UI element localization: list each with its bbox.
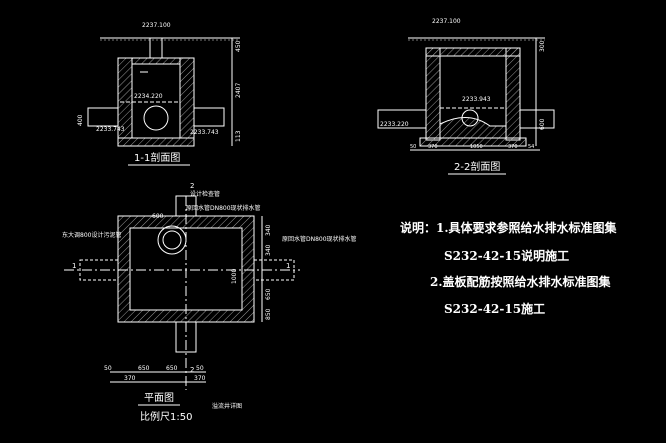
plan-dim-r3: 650 xyxy=(265,288,272,300)
cut-mark-bottom: 2 xyxy=(190,366,194,374)
note-line-3: 2.盖板配筋按照给水排水标准图集 xyxy=(430,275,611,289)
section-2-2: 300 600 2237.100 2233.943 2233.220 50 37… xyxy=(377,18,555,175)
s11-elev-low-left: 2233.743 xyxy=(96,126,125,133)
note-line-1: 说明：1.具体要求参照给水排水标准图集 xyxy=(400,221,617,235)
s22-left-wall xyxy=(425,47,441,141)
cut-mark-right: 1 xyxy=(286,262,290,270)
plan-dim-r0: 340 xyxy=(265,224,272,236)
s11-elev-top: 2237.100 xyxy=(142,22,171,29)
s22-elev-mid: 2233.943 xyxy=(462,96,491,103)
s11-dim-left: 400 xyxy=(77,114,84,126)
base-slab xyxy=(117,137,195,147)
plan-dim-b0: 50 xyxy=(104,365,112,372)
s22-elev-left: 2233.220 xyxy=(380,121,409,128)
s22-dim-b4: 54 xyxy=(528,144,534,150)
plan-dim-top: 600 xyxy=(152,213,164,220)
s22-dim-b2: 1050 xyxy=(470,144,483,150)
plan-scale: 比例尺1:50 xyxy=(140,410,192,423)
plan-label-pipe1: 原回水管DN800现状排水管 xyxy=(186,204,261,212)
s22-dim-r0: 300 xyxy=(539,40,546,52)
plan-label-pipe2: 原回水管DN800现状排水管 xyxy=(282,235,357,243)
s22-dim-b3: 370 xyxy=(508,144,518,150)
plan-dim-b2: 650 xyxy=(166,365,178,372)
s22-title: 2-2剖面图 xyxy=(454,160,500,173)
plan-dim-b3: 50 xyxy=(196,365,204,372)
plan-dim-b4: 370 xyxy=(124,375,136,382)
plan-dim-r4: 850 xyxy=(265,308,272,320)
s22-right-wall xyxy=(505,47,521,141)
plan-dim-b5: 370 xyxy=(194,375,206,382)
cut-mark-left: 1 xyxy=(72,262,76,270)
s22-dim-b1: 370 xyxy=(428,144,438,150)
plan-dim-r2: 1000 xyxy=(231,269,238,284)
s11-dim-r0: 450 xyxy=(235,40,242,52)
plan-label-bottom: 溢流井详图 xyxy=(212,402,242,410)
note-line-2: S232-42-15说明施工 xyxy=(444,249,570,263)
s11-title: 1-1剖面图 xyxy=(134,151,180,164)
cut-mark-top: 2 xyxy=(190,182,194,190)
plan-title: 平面图 xyxy=(144,392,174,404)
s11-dim-r1: 2407 xyxy=(235,83,242,98)
s22-dim-b0: 50 xyxy=(410,144,416,150)
right-wall xyxy=(179,57,195,139)
s22-elev-top: 2237.100 xyxy=(432,18,461,25)
plan-dim-r1: 340 xyxy=(265,244,272,256)
plan-dim-b1: 650 xyxy=(138,365,150,372)
plan-label-inlet: 设计检查管 xyxy=(190,190,220,198)
plan-view: 2 2 1 1 600 340 340 1000 650 850 50 650 … xyxy=(62,182,357,423)
note-line-4: S232-42-15施工 xyxy=(444,302,546,316)
s11-elev-low-right: 2233.743 xyxy=(190,129,219,136)
section-1-1: 450 2407 113 400 2237.100 2234.220 2233.… xyxy=(77,22,242,166)
s22-dim-r1: 600 xyxy=(539,118,546,130)
s11-elev-mid: 2234.220 xyxy=(134,93,163,100)
s11-dim-r2: 113 xyxy=(235,130,242,142)
plan-label-left: 东大调800设计污泥管 xyxy=(62,231,121,239)
